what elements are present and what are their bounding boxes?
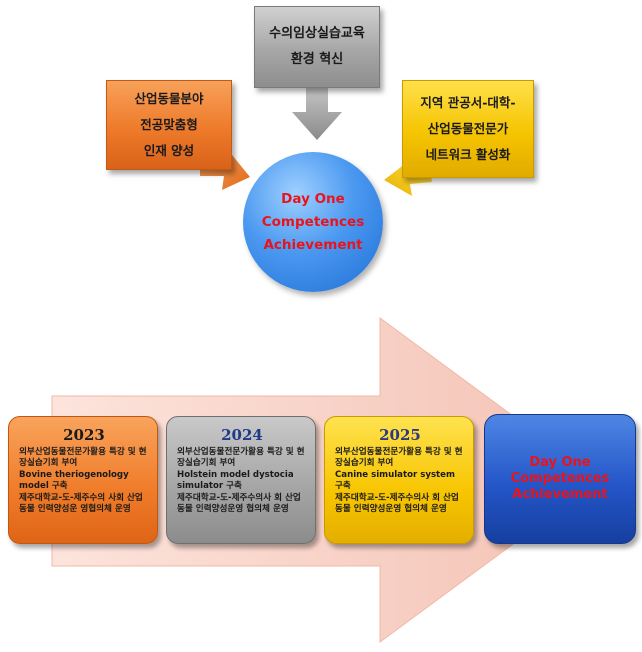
timeline-stage-2024: 2024 외부산업동물전문가활용 특강 및 현장실습기회 부여 Holstein… [166, 416, 316, 544]
stage-item: 제주대학교-도-제주수의 사회 산업동물 인력양성운 영협의체 운영 [19, 493, 143, 514]
goal-circle-line-2: Competences [261, 213, 365, 230]
final-achievement-line-3: Achievement [512, 487, 608, 502]
education-innovation-line-2: 환경 혁신 [290, 52, 344, 67]
talent-development-box: 산업동물분야 전공맞춤형 인재 양성 [106, 80, 232, 170]
goal-circle-line-1: Day One [281, 190, 345, 207]
talent-development-line-1: 산업동물분야 [134, 91, 204, 106]
network-activation-box: 지역 관공서-대학- 산업동물전문가 네트워크 활성화 [402, 80, 534, 178]
stage-item: 외부산업동물전문가활용 특강 및 현장실습기회 부여 [19, 447, 147, 468]
timeline-stage-2025: 2025 외부산업동물전문가활용 특강 및 현장실습기회 부여 Canine s… [324, 416, 474, 544]
network-activation-line-1: 지역 관공서-대학- [420, 95, 516, 110]
stage-item: 외부산업동물전문가활용 특강 및 현장실습기회 부여 [335, 447, 463, 468]
stage-item: 제주대학교-도-제주수의사 회 산업동물 인력양성운영 협의체 운영 [335, 493, 459, 514]
goal-circle-line-3: Achievement [263, 236, 363, 253]
stage-year: 2023 [63, 426, 105, 444]
talent-development-line-3: 인재 양성 [143, 143, 195, 158]
stage-item: Holstein model dystocia simulator 구축 [177, 470, 294, 491]
goal-circle: Day One Competences Achievement [243, 152, 383, 292]
stage-item: Bovine theriogenology model 구축 [19, 470, 129, 491]
network-activation-line-2: 산업동물전문가 [427, 121, 509, 136]
timeline-stage-2023: 2023 외부산업동물전문가활용 특강 및 현장실습기회 부여 Bovine t… [8, 416, 158, 544]
final-achievement-line-1: Day One [529, 455, 591, 470]
stage-item: 제주대학교-도-제주수의사 회 산업동물 인력양성운영 협의체 운영 [177, 493, 301, 514]
gray-down-arrow [292, 88, 342, 140]
stage-year: 2025 [379, 426, 421, 444]
stage-year: 2024 [221, 426, 263, 444]
network-activation-line-3: 네트워크 활성화 [425, 147, 511, 162]
education-innovation-box: 수의임상실습교육 환경 혁신 [254, 6, 380, 88]
stage-item: 외부산업동물전문가활용 특강 및 현장실습기회 부여 [177, 447, 305, 468]
talent-development-line-2: 전공맞춤형 [140, 117, 198, 132]
stage-item: Canine simulator system 구축 [335, 470, 455, 491]
education-innovation-line-1: 수의임상실습교육 [269, 26, 365, 41]
final-achievement-box: Day One Competences Achievement [484, 414, 636, 544]
final-achievement-line-2: Competences [510, 471, 610, 486]
